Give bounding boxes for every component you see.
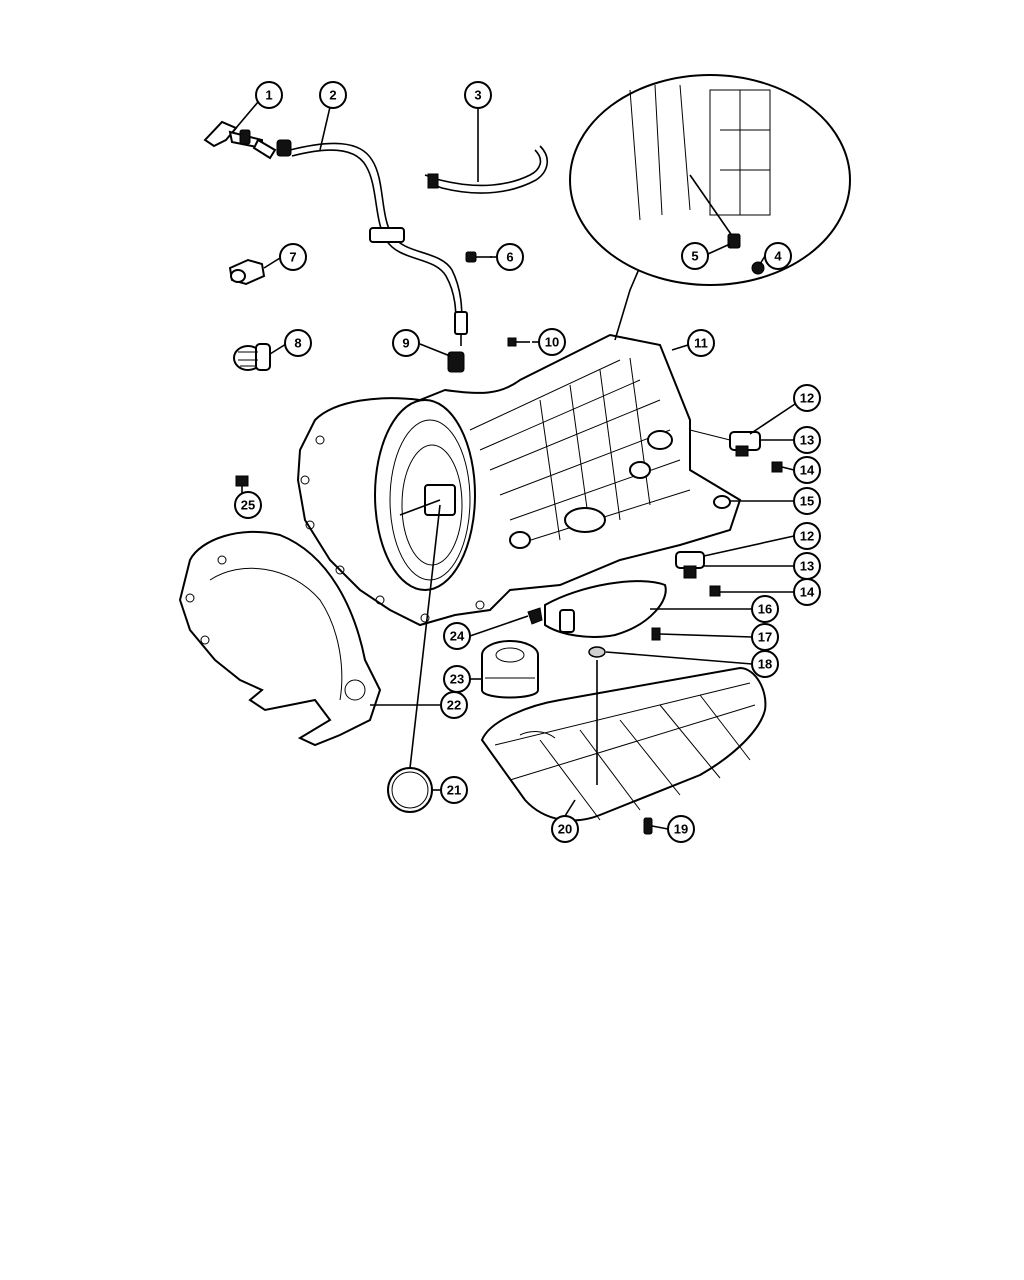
o-ring-21 (387, 504, 441, 813)
plug-15 (713, 495, 731, 509)
svg-text:20: 20 (558, 822, 572, 837)
svg-text:14: 14 (800, 463, 815, 478)
callout-13b: 13 (793, 552, 821, 580)
callout-19: 19 (667, 815, 695, 843)
callout-21: 21 (440, 776, 468, 804)
svg-text:6: 6 (506, 250, 513, 265)
bolt-19 (643, 817, 653, 835)
svg-text:22: 22 (447, 698, 461, 713)
svg-text:15: 15 (800, 494, 814, 509)
magnet-18 (588, 646, 606, 658)
callout-1: 1 (255, 81, 283, 109)
svg-text:1: 1 (265, 88, 272, 103)
dipstick-handle (203, 120, 277, 160)
svg-text:18: 18 (758, 657, 772, 672)
svg-text:11: 11 (694, 336, 708, 351)
bolt-10 (507, 337, 530, 347)
speed-sensor-upper (689, 429, 783, 473)
svg-text:13: 13 (800, 433, 814, 448)
callout-9: 9 (392, 329, 420, 357)
sensor-8 (233, 343, 271, 371)
leader-lines (235, 101, 796, 830)
svg-text:5: 5 (691, 249, 698, 264)
bolt-25 (235, 475, 249, 493)
callout-11: 11 (687, 329, 715, 357)
dipstick-tube (276, 139, 468, 346)
callout-5: 5 (681, 242, 709, 270)
callout-4: 4 (764, 242, 792, 270)
callout-10: 10 (538, 328, 566, 356)
callout-14a: 14 (793, 456, 821, 484)
callouts: 1 2 3 4 5 6 7 8 9 10 11 12 13 14 15 12 1… (234, 81, 821, 843)
bolt-17 (651, 627, 661, 641)
callout-3: 3 (464, 81, 492, 109)
callout-18: 18 (751, 650, 779, 678)
clip-24 (527, 607, 543, 625)
callout-24: 24 (443, 622, 471, 650)
svg-text:8: 8 (294, 336, 301, 351)
svg-text:12: 12 (800, 391, 814, 406)
callout-16: 16 (751, 595, 779, 623)
callout-13a: 13 (793, 426, 821, 454)
vent-hose (424, 145, 548, 194)
svg-text:10: 10 (545, 335, 559, 350)
callout-8: 8 (284, 329, 312, 357)
svg-text:9: 9 (402, 336, 409, 351)
svg-text:7: 7 (289, 250, 296, 265)
callout-22: 22 (440, 691, 468, 719)
callout-12a: 12 (793, 384, 821, 412)
svg-text:2: 2 (329, 88, 336, 103)
callout-12b: 12 (793, 522, 821, 550)
callout-25: 25 (234, 491, 262, 519)
svg-text:19: 19 (674, 822, 688, 837)
fitting-7 (228, 258, 266, 286)
callout-23: 23 (443, 665, 471, 693)
speed-sensor-lower (675, 551, 721, 597)
svg-text:23: 23 (450, 672, 464, 687)
svg-text:13: 13 (800, 559, 814, 574)
callout-2: 2 (319, 81, 347, 109)
plug-9 (447, 351, 465, 373)
callout-17: 17 (751, 623, 779, 651)
callout-7: 7 (279, 243, 307, 271)
svg-text:4: 4 (774, 249, 782, 264)
callout-14b: 14 (793, 578, 821, 606)
svg-text:21: 21 (447, 783, 461, 798)
callout-15: 15 (793, 487, 821, 515)
oil-pan-20 (480, 660, 767, 822)
svg-text:24: 24 (450, 629, 465, 644)
callout-6: 6 (496, 243, 524, 271)
inset-detail (569, 74, 851, 286)
svg-text:16: 16 (758, 602, 772, 617)
transmission-case (296, 254, 742, 627)
svg-text:25: 25 (241, 498, 255, 513)
filter-16 (544, 580, 667, 638)
svg-text:12: 12 (800, 529, 814, 544)
svg-text:14: 14 (800, 585, 815, 600)
hub-23 (481, 640, 539, 699)
svg-text:17: 17 (758, 630, 772, 645)
callout-20: 20 (551, 815, 579, 843)
plate-22 (178, 530, 440, 747)
bolt-6 (465, 251, 492, 263)
svg-text:3: 3 (474, 88, 481, 103)
